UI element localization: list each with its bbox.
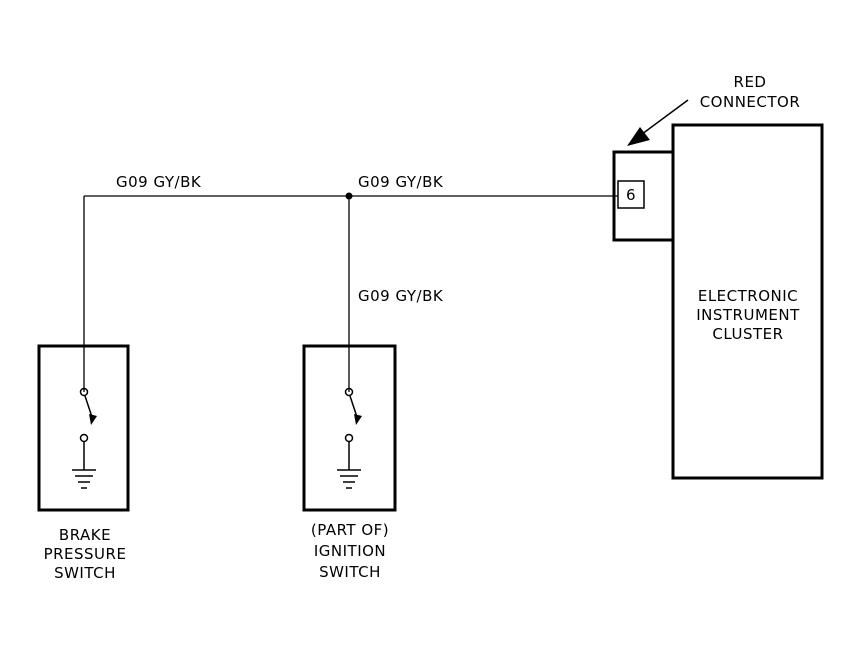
connector-label-line2: CONNECTOR xyxy=(700,93,801,111)
cluster-label-line3: CLUSTER xyxy=(712,325,783,343)
connector-pin-number: 6 xyxy=(626,186,636,204)
brake-switch-label-line2: PRESSURE xyxy=(44,545,127,563)
ignition-switch-label-line1: (PART OF) xyxy=(311,521,389,539)
ignition-switch-label-line2: IGNITION xyxy=(314,542,386,560)
connector-label-line1: RED xyxy=(734,73,767,91)
wire-label-left: G09 GY/BK xyxy=(116,173,202,191)
splice-dot xyxy=(345,192,353,200)
connector-pin-box xyxy=(617,180,645,209)
red-connector xyxy=(612,150,672,242)
ignition-switch xyxy=(302,344,397,512)
connector-pointer-arrow xyxy=(627,99,689,146)
cluster-label-line1: ELECTRONIC xyxy=(698,287,798,305)
brake-switch-label-line1: BRAKE xyxy=(59,526,111,544)
wire-label-middle: G09 GY/BK xyxy=(358,173,444,191)
wire-label-branch: G09 GY/BK xyxy=(358,287,444,305)
brake-switch-label-line3: SWITCH xyxy=(54,564,116,582)
ignition-switch-label-line3: SWITCH xyxy=(319,563,381,581)
cluster-label-line2: INSTRUMENT xyxy=(696,306,800,324)
instrument-cluster-box xyxy=(671,123,824,480)
brake-pressure-switch xyxy=(37,344,130,512)
